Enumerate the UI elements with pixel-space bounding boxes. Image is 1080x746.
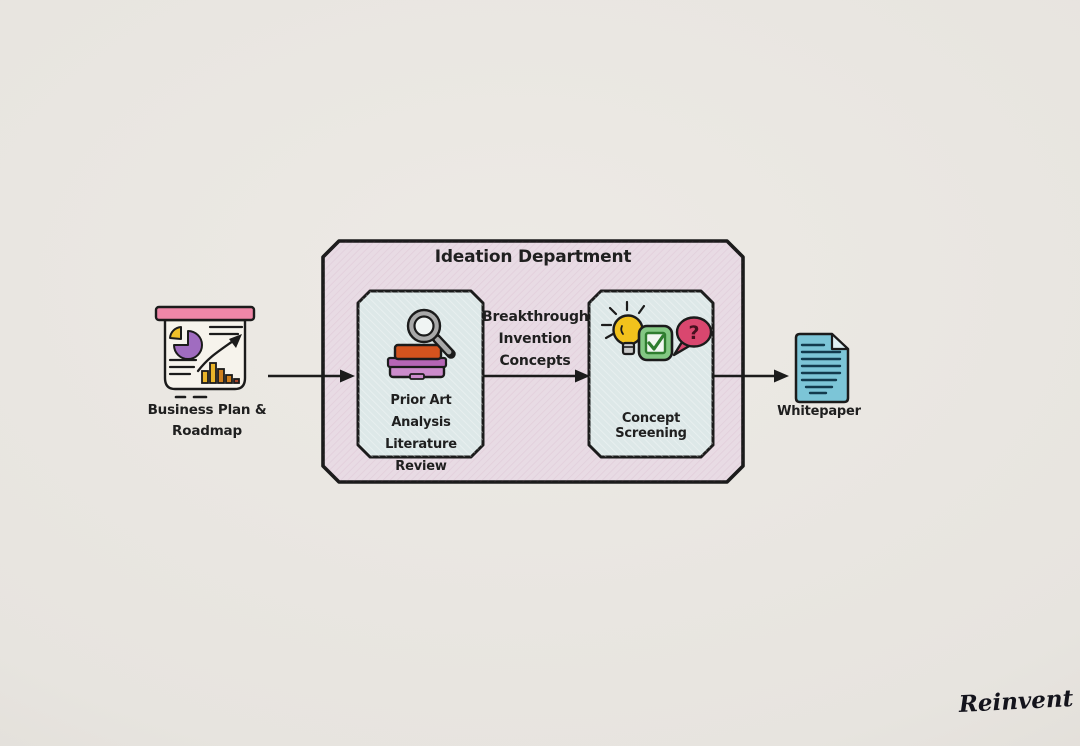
stage2-label: Concept Screening bbox=[615, 411, 687, 441]
input-node-label: Business Plan & Roadmap bbox=[145, 400, 269, 442]
book-tab bbox=[409, 373, 425, 380]
check-mark bbox=[647, 334, 665, 351]
arrow-stage1-to-stage2 bbox=[484, 369, 590, 383]
input-node-label-line1: Business Plan & bbox=[147, 402, 267, 418]
lightbulb-glint bbox=[620, 325, 624, 335]
question-mark-glyph: ? bbox=[688, 322, 699, 344]
presentation-chart-icon bbox=[154, 305, 256, 399]
arrow-input-to-department bbox=[268, 369, 355, 383]
book-top bbox=[393, 343, 443, 361]
flow-arrow-label-line2: Invention bbox=[498, 331, 572, 347]
lightbulb-check-question-icon: ? bbox=[600, 300, 713, 362]
magnifier-lens bbox=[413, 315, 435, 337]
document-fold-corner bbox=[830, 332, 850, 351]
stage1-label: Prior Art Analysis Literature Review bbox=[359, 390, 483, 478]
bar-chart bbox=[201, 362, 240, 384]
flow-arrow-label-line1: Breakthrough bbox=[482, 309, 589, 325]
flow-arrow-label: Breakthrough Invention Concepts bbox=[482, 306, 589, 372]
flow-arrow-label-line3: Concepts bbox=[499, 353, 571, 369]
document-text-lines bbox=[800, 343, 842, 395]
document-icon bbox=[794, 332, 850, 404]
lightbulb-base bbox=[621, 341, 636, 356]
magnifier-handle bbox=[434, 336, 452, 355]
lightbulb-rays bbox=[600, 300, 646, 340]
output-node-label: Whitepaper bbox=[777, 404, 861, 419]
pie-chart-yellow-slice bbox=[169, 326, 182, 340]
speech-bubble bbox=[675, 316, 713, 348]
magnifier-books-icon bbox=[386, 308, 456, 380]
stage1-label-line1: Prior Art Analysis bbox=[390, 393, 452, 430]
department-title: Ideation Department bbox=[434, 247, 632, 267]
board-text-lines bbox=[168, 325, 244, 376]
stage1-label-line2: Literature Review bbox=[385, 437, 457, 474]
input-node-label-line2: Roadmap bbox=[172, 423, 242, 439]
arrow-department-to-output bbox=[713, 369, 789, 383]
trend-arrow bbox=[196, 334, 242, 373]
board-face bbox=[163, 318, 247, 391]
pie-chart-purple-slice bbox=[173, 330, 203, 360]
board-header-bar bbox=[154, 305, 256, 322]
